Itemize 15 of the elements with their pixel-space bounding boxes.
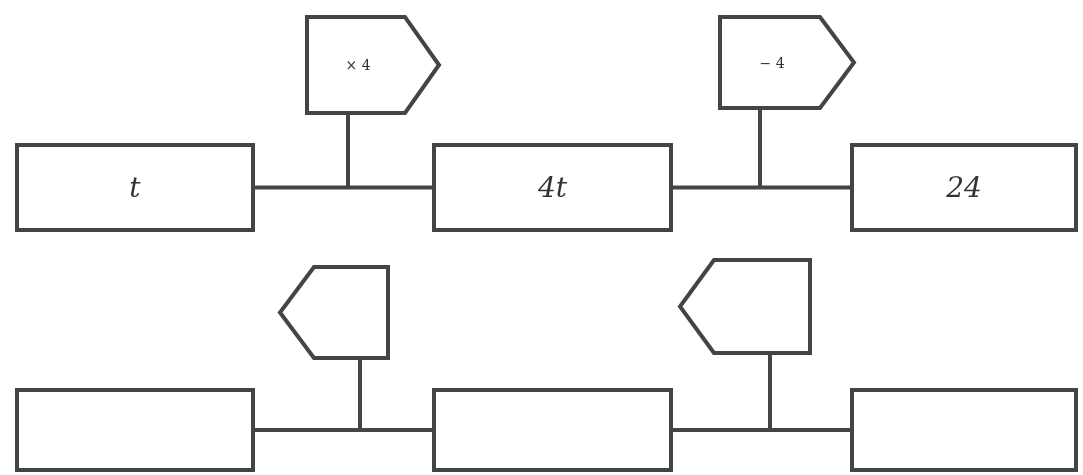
operation-label: − 4 — [759, 54, 785, 71]
operation-label: × 4 — [345, 57, 371, 73]
process-box — [850, 388, 1078, 472]
process-box — [850, 143, 1078, 232]
box-label: t — [129, 171, 141, 204]
pentagon-tag — [678, 258, 812, 355]
pentagon-tag — [718, 15, 856, 110]
box-label: 4t — [537, 171, 568, 204]
process-box — [15, 388, 255, 472]
process-box — [15, 143, 255, 232]
pentagon-tag — [305, 15, 441, 115]
pentagon-tag — [278, 265, 390, 360]
process-box — [432, 388, 673, 472]
box-label: 24 — [946, 171, 982, 204]
process-box — [432, 143, 673, 232]
